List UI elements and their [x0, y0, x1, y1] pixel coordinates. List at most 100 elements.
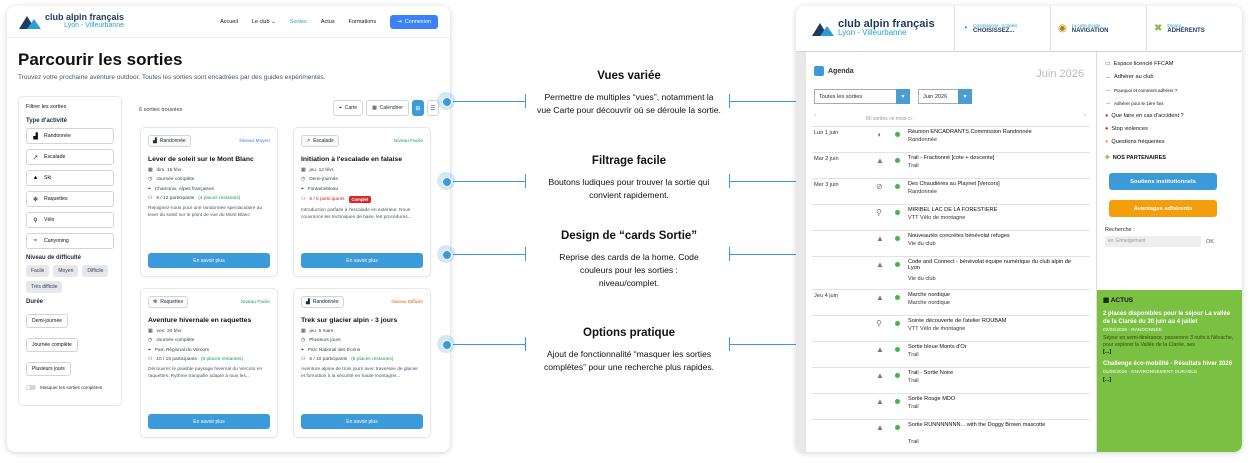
actus-item-title[interactable]: Challenge éco-mobilité - Résultats hiver… — [1103, 361, 1233, 367]
month-select[interactable]: Juin 2026▾ — [918, 89, 972, 104]
duration-demi-journee[interactable]: Demi-journée — [26, 314, 69, 328]
connect-button[interactable]: ⇥Connexion — [390, 14, 438, 29]
event-title[interactable]: Sortie bleue Monts d'Or — [908, 344, 967, 350]
filter-select[interactable]: Toutes les sorties▾ — [814, 89, 910, 104]
link-adherer[interactable]: →Adhérer au club — [1105, 74, 1154, 80]
event-title[interactable]: Nouveautés concrètes bénévolat refuges — [908, 233, 1010, 239]
connector-line — [453, 181, 525, 182]
link-pourquoi[interactable]: →Pourquoi et comment adhérer ? — [1105, 87, 1178, 93]
event-title[interactable]: Trail - Sortie Noire — [908, 370, 954, 376]
link-faq[interactable]: ●Questions fréquentes — [1105, 139, 1165, 145]
annotation-title: Options pratique — [583, 327, 675, 339]
view-map-button[interactable]: ⌖Carte — [333, 100, 364, 116]
event-title[interactable]: Trail - Fractionné [cote + descente] — [908, 155, 995, 161]
more-button[interactable]: En savoir plus — [301, 253, 423, 268]
level-tres-difficile[interactable]: Très difficile — [26, 281, 63, 293]
view-calendar-button[interactable]: ▦Calendrier — [366, 100, 409, 116]
level-moyen[interactable]: Moyen — [53, 265, 79, 277]
duration-plusieurs-jours[interactable]: Plusieurs jours — [26, 362, 71, 376]
card-place: ⌖Parc National des Écrins — [301, 347, 361, 354]
card-duration: ◷Plusieurs jours — [301, 338, 341, 343]
event-title[interactable]: Des Chaudières au Playnet [Vercors] — [908, 181, 1000, 187]
event-category: Vie du club — [908, 276, 936, 282]
list-view-button[interactable]: ☰ — [426, 100, 439, 116]
agenda-event[interactable]: Lun 1 juin◑Réunion ENCADRANTS Commission… — [812, 126, 1090, 152]
level-chips: Facile Moyen Difficile Très difficile — [26, 265, 114, 293]
calendar-icon: ▦ — [148, 329, 153, 334]
nav-le-club[interactable]: Le club ⌄ — [251, 18, 276, 25]
nav-actus[interactable]: Actus — [320, 18, 335, 25]
more-button[interactable]: En savoir plus — [301, 414, 423, 429]
level-difficile[interactable]: Difficile — [82, 265, 109, 277]
event-title[interactable]: Sortie RUNNNNNNN... with the Doggy Brown… — [908, 422, 1046, 428]
filter-randonnee[interactable]: ▟Randonnée — [26, 128, 114, 144]
nav-formations[interactable]: Formations — [348, 18, 377, 25]
more-button[interactable]: En savoir plus — [148, 253, 270, 268]
level-facile[interactable]: Facile — [26, 265, 50, 277]
search-ok-button[interactable]: OK — [1206, 238, 1214, 245]
actus-item-title[interactable]: 2 places disponibles pour le séjour La v… — [1103, 311, 1231, 325]
agenda-month: Juin 2026 — [1036, 68, 1084, 80]
filter-raquettes[interactable]: ✻Raquettes — [26, 191, 114, 207]
agenda-event[interactable]: ▲Code and Connect - bénévolat équipe num… — [812, 256, 1090, 289]
filter-canyoning[interactable]: ≈Canyoning — [26, 233, 114, 249]
actus-more[interactable]: [...] — [1103, 349, 1112, 355]
event-title[interactable]: Marche nordique — [908, 292, 950, 298]
event-title[interactable]: Réunion ENCADRANTS Commission Randonnée — [908, 129, 1032, 135]
event-title[interactable]: MIRIBEL LAC DE LA FORESTIERE — [908, 207, 998, 213]
agenda-event[interactable]: Mer 3 juin⊘Des Chaudières au Playnet [Ve… — [812, 178, 1090, 204]
link-premiere-fois[interactable]: →Adhérer pour le 1ère fois — [1105, 100, 1164, 106]
filter-velo[interactable]: ⚲Vélo — [26, 212, 114, 228]
avantages-button[interactable]: Avantages adhérents — [1109, 200, 1217, 217]
event-category: Randonnée — [908, 137, 937, 143]
search-input[interactable]: ex: Enneigement — [1105, 236, 1201, 247]
prev-arrow-icon[interactable]: ‹ — [814, 112, 817, 119]
filter-escalade[interactable]: ↗Escalade — [26, 149, 114, 165]
stop-icon: ● — [1105, 126, 1109, 132]
duration-heading: Durée — [26, 299, 44, 305]
agenda-event[interactable]: ▲Sortie RUNNNNNNN... with the Doggy Brow… — [812, 419, 1090, 452]
more-button[interactable]: En savoir plus — [148, 414, 270, 429]
connector-tick — [525, 94, 526, 108]
filter-ski[interactable]: ▲Ski — [26, 170, 114, 186]
agenda-event[interactable]: Mar 2 juin▲Trail - Fractionné [cote + de… — [812, 152, 1090, 178]
toggle-switch[interactable] — [26, 385, 36, 390]
nav-accueil[interactable]: Accueil — [220, 18, 238, 25]
activity-icon: ▲ — [876, 156, 884, 165]
event-title[interactable]: Soirée découverte de l'atelier ROUBAM — [908, 318, 1007, 324]
annotation-text: Permettre de multiples “vues”, notamment… — [537, 92, 721, 115]
link-stop-violences[interactable]: ●Stop violences — [1105, 126, 1148, 132]
pin-icon: ⌖ — [301, 187, 304, 192]
next-arrow-icon[interactable]: › — [1084, 112, 1087, 119]
card-date: ▦dim. 15 févr. — [148, 168, 183, 173]
grid-view-button[interactable]: ⊞ — [411, 100, 424, 116]
event-title[interactable]: Sortie Rouge MDO — [908, 396, 956, 402]
soutiens-button[interactable]: Soutiens institutionnels — [1109, 173, 1217, 190]
link-accident[interactable]: ●Que faire en cas d'accident ? — [1105, 113, 1184, 119]
event-title[interactable]: Code and Connect - bénévolat équipe numé… — [908, 259, 1071, 271]
duration-journee-complete[interactable]: Journée complète — [26, 338, 78, 352]
hide-full-toggle[interactable]: Masquer les sorties complètes — [26, 385, 114, 390]
card-description: Aventure alpine de trois jours avec trav… — [301, 367, 418, 379]
card-title: Initiation à l'escalade en falaise — [301, 156, 402, 163]
nav-sorties[interactable]: Sorties — [289, 18, 307, 25]
actus-more[interactable]: [...] — [1103, 377, 1112, 383]
link-espace-licencie[interactable]: ▭Espace licencié FFCAM — [1105, 60, 1174, 68]
